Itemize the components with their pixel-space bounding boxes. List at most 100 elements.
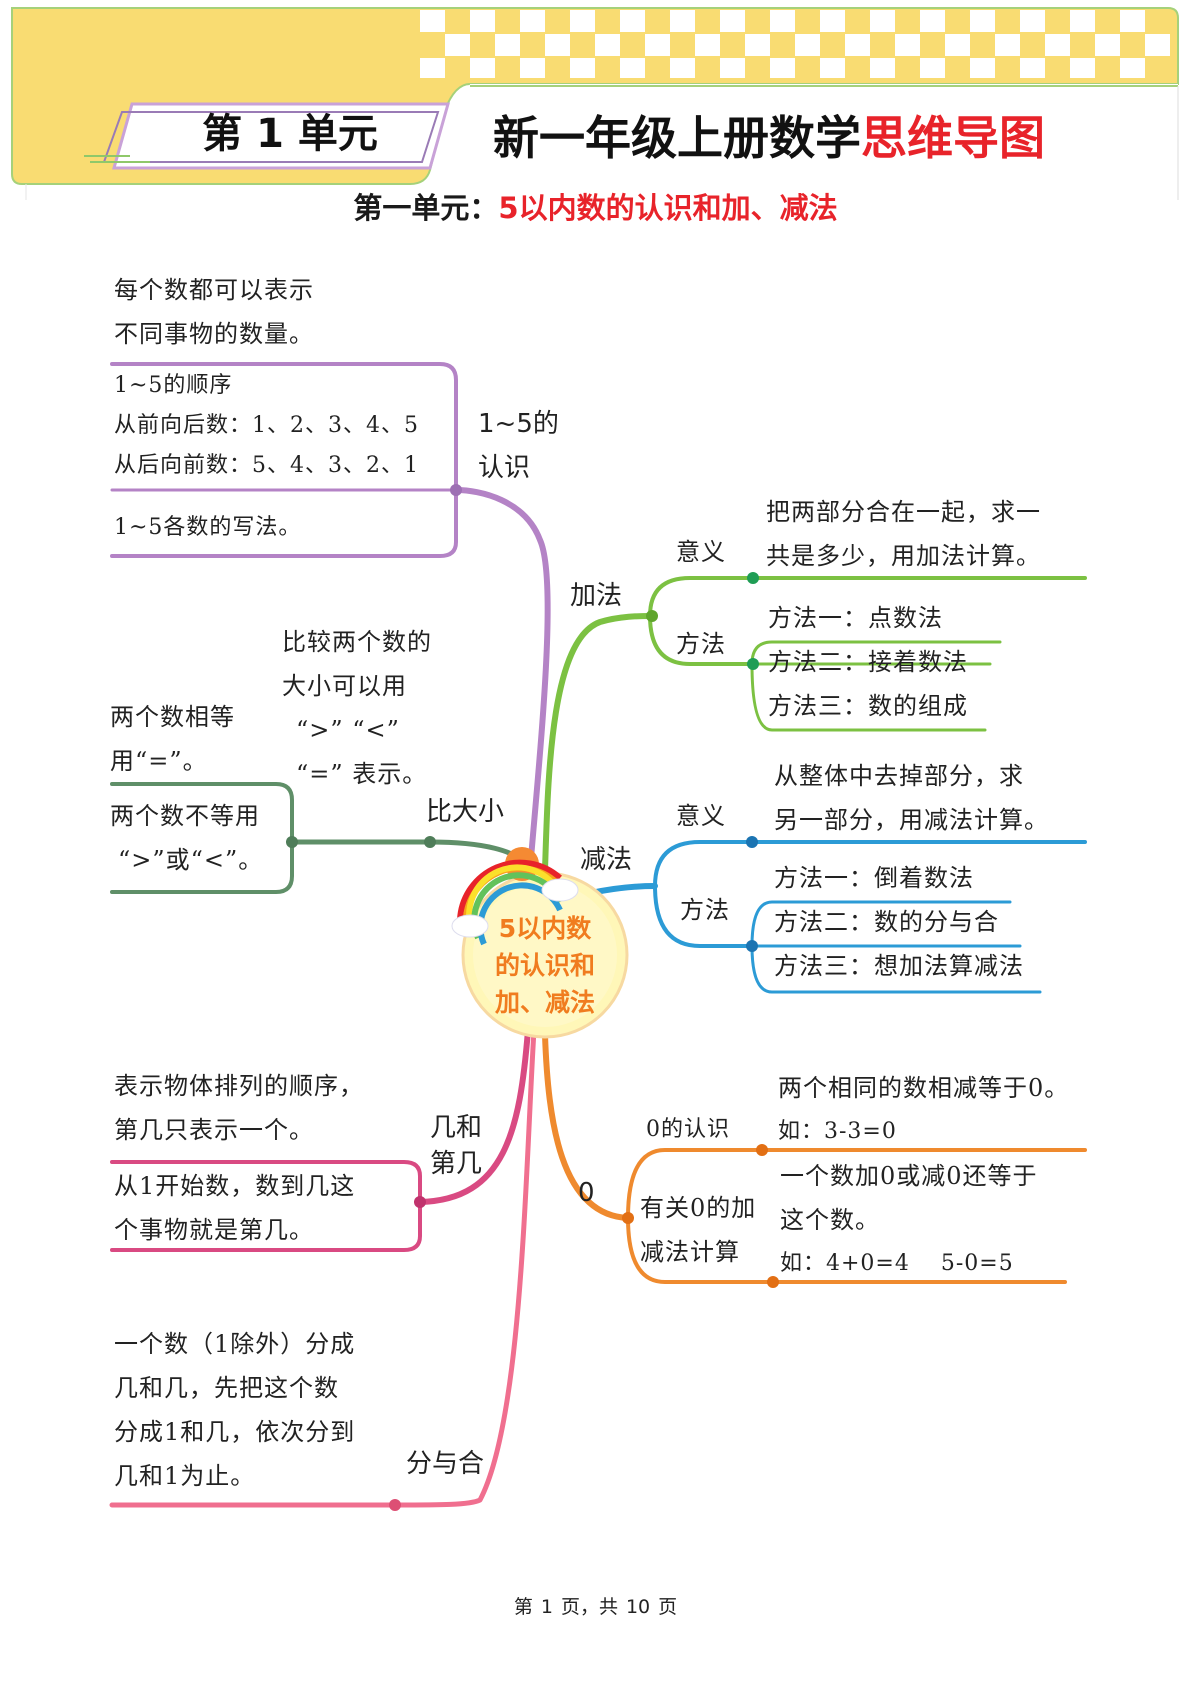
text-line: 不同事物的数量。 bbox=[114, 320, 314, 348]
text-line: 两个数不等用 bbox=[110, 802, 260, 830]
branch-label-zero: 0 bbox=[578, 1178, 595, 1208]
branch-addition-line bbox=[542, 613, 653, 873]
branch-zero-line bbox=[542, 1032, 631, 1221]
text-line: 方法一：点数法 bbox=[768, 604, 943, 632]
text-line: 1~5的顺序 bbox=[114, 373, 233, 398]
text-line: 个事物就是第几。 bbox=[114, 1216, 314, 1244]
header-banner bbox=[11, 7, 1179, 200]
center-topic: 5以内数 的认识和 加、减法 bbox=[470, 910, 620, 1021]
compare-equal: 两个数相等 用“=”。 bbox=[110, 695, 235, 783]
text-line: “>”或“<”。 bbox=[118, 846, 264, 874]
branch-label-recognition: 1~5的 认识 bbox=[478, 406, 559, 486]
text-line: 减法计算 bbox=[640, 1238, 740, 1266]
text-line: 共是多少，用加法计算。 bbox=[766, 542, 1041, 570]
text-line: 另一部分，用减法计算。 bbox=[774, 806, 1049, 834]
compare-unequal: 两个数不等用 “>”或“<”。 bbox=[110, 794, 263, 882]
text-line: 第几只表示一个。 bbox=[114, 1116, 314, 1144]
addition-meaning-label: 意义 bbox=[676, 538, 726, 566]
branch-label-split: 分与合 bbox=[406, 1449, 485, 1479]
branch-label-subtraction: 减法 bbox=[580, 845, 633, 875]
text-line: 有关0的加 bbox=[640, 1194, 757, 1222]
branch-compare-line bbox=[289, 839, 530, 871]
text-line: 两个数相等 bbox=[110, 703, 235, 731]
branch-label-addition: 加法 bbox=[570, 581, 623, 611]
zero-recog-label: 0的认识 bbox=[646, 1117, 730, 1142]
compare-node bbox=[286, 836, 298, 848]
center-bubble bbox=[451, 847, 629, 1039]
compare-note: 比较两个数的 大小可以用 “>” “<” “=” 表示。 bbox=[282, 620, 432, 796]
text-line: 表示物体排列的顺序， bbox=[114, 1072, 364, 1100]
text-line: 如：3-3=0 bbox=[778, 1119, 897, 1144]
text-line: 一个数加0或减0还等于 bbox=[780, 1162, 1038, 1190]
text-line: 几和1为止。 bbox=[114, 1462, 256, 1490]
center-line: 加、减法 bbox=[494, 988, 595, 1017]
page-mid: 页，共 bbox=[560, 1596, 618, 1618]
text-line: 从前向后数：1、2、3、4、5 bbox=[114, 413, 419, 438]
text-line: 方法一：倒着数法 bbox=[774, 864, 974, 892]
text-line: 方法三：想加法算减法 bbox=[774, 952, 1024, 980]
text-line: 比较两个数的 bbox=[282, 628, 432, 656]
text-line: 从后向前数：5、4、3、2、1 bbox=[114, 453, 419, 478]
subtraction-method-label: 方法 bbox=[680, 896, 730, 924]
title-black: 新一年级上册数学 bbox=[493, 111, 861, 165]
title-red: 思维导图 bbox=[861, 111, 1045, 165]
text-line: 方法二：接着数法 bbox=[768, 648, 968, 676]
ordinal-text: 从1开始数，数到几这 个事物就是第几。 bbox=[114, 1164, 355, 1252]
subtraction-meaning-label: 意义 bbox=[676, 802, 726, 830]
page-prefix: 第 bbox=[513, 1596, 533, 1618]
text-line: 从整体中去掉部分，求 bbox=[774, 762, 1024, 790]
text-line: “>” “<” bbox=[296, 716, 400, 744]
branch-split-line bbox=[109, 1027, 537, 1508]
text-line: 每个数都可以表示 bbox=[114, 276, 314, 304]
page-suffix: 页 bbox=[658, 1596, 678, 1618]
page-number: 1 bbox=[540, 1596, 553, 1618]
checker-pattern bbox=[420, 10, 1170, 78]
branch-ordinal-line bbox=[417, 1027, 531, 1205]
text-line: 从1开始数，数到几这 bbox=[114, 1172, 356, 1200]
recognition-node bbox=[450, 484, 462, 496]
label-line: 几和 bbox=[430, 1113, 483, 1143]
text-line: 方法二：数的分与合 bbox=[774, 908, 999, 936]
center-line: 的认识和 bbox=[494, 951, 595, 980]
label-line: 第几 bbox=[430, 1149, 483, 1179]
subtraction-meaning: 从整体中去掉部分，求 另一部分，用减法计算。 bbox=[774, 754, 1049, 842]
label-line: 1~5的 bbox=[478, 409, 559, 439]
split-text: 一个数（1除外）分成 几和几，先把这个数 分成1和几，依次分到 几和1为止。 bbox=[114, 1322, 355, 1498]
unit-subtitle: 第一单元：5以内数的认识和加、减法 bbox=[0, 188, 1191, 228]
branch-recognition-line bbox=[453, 487, 551, 873]
zero-calc-label: 有关0的加 减法计算 bbox=[640, 1186, 756, 1274]
page-title: 新一年级上册数学思维导图 bbox=[493, 108, 1045, 168]
text-line: 方法三：数的组成 bbox=[768, 692, 968, 720]
text-line: “=” 表示。 bbox=[296, 760, 428, 788]
text-line: 大小可以用 bbox=[282, 672, 407, 700]
addition-meaning: 把两部分合在一起，求一 共是多少，用加法计算。 bbox=[766, 490, 1041, 578]
zero-calc: 一个数加0或减0还等于 这个数。 如：4+0=4 5-0=5 bbox=[780, 1154, 1038, 1286]
text-line: 用“=”。 bbox=[110, 747, 208, 775]
label-line: 认识 bbox=[478, 453, 531, 483]
center-line: 5以内数 bbox=[498, 914, 592, 943]
addition-node bbox=[646, 610, 658, 622]
text-line: 这个数。 bbox=[780, 1206, 880, 1234]
recognition-frame bbox=[110, 362, 458, 492]
unit-tab: 第 1 单元 bbox=[202, 111, 378, 157]
text-line: 把两部分合在一起，求一 bbox=[766, 498, 1041, 526]
zero-recog: 两个相同的数相减等于0。 如：3-3=0 bbox=[778, 1066, 1069, 1154]
addition-method-label: 方法 bbox=[676, 630, 726, 658]
addition-methods: 方法一：点数法 方法二：接着数法 方法三：数的组成 bbox=[768, 596, 968, 728]
ordinal-note: 表示物体排列的顺序， 第几只表示一个。 bbox=[114, 1064, 364, 1152]
page-total: 10 bbox=[625, 1596, 651, 1618]
text-line: 几和几，先把这个数 bbox=[114, 1374, 339, 1402]
subtitle-prefix: 第一单元： bbox=[353, 191, 499, 225]
subtraction-methods: 方法一：倒着数法 方法二：数的分与合 方法三：想加法算减法 bbox=[774, 856, 1024, 988]
recognition-writing: 1~5各数的写法。 bbox=[114, 515, 302, 540]
recognition-note: 每个数都可以表示 不同事物的数量。 bbox=[114, 268, 314, 356]
text-line: 分成1和几，依次分到 bbox=[114, 1418, 356, 1446]
text-line: 两个相同的数相减等于0。 bbox=[778, 1074, 1070, 1102]
text-line: 如：4+0=4 5-0=5 bbox=[780, 1251, 1014, 1276]
branch-label-compare: 比大小 bbox=[426, 797, 505, 827]
recognition-order: 1~5的顺序 从前向后数：1、2、3、4、5 从后向前数：5、4、3、2、1 bbox=[114, 366, 419, 486]
subtitle-topic: 5以内数的认识和加、减法 bbox=[498, 191, 838, 225]
branch-label-ordinal: 几和 第几 bbox=[430, 1110, 482, 1182]
